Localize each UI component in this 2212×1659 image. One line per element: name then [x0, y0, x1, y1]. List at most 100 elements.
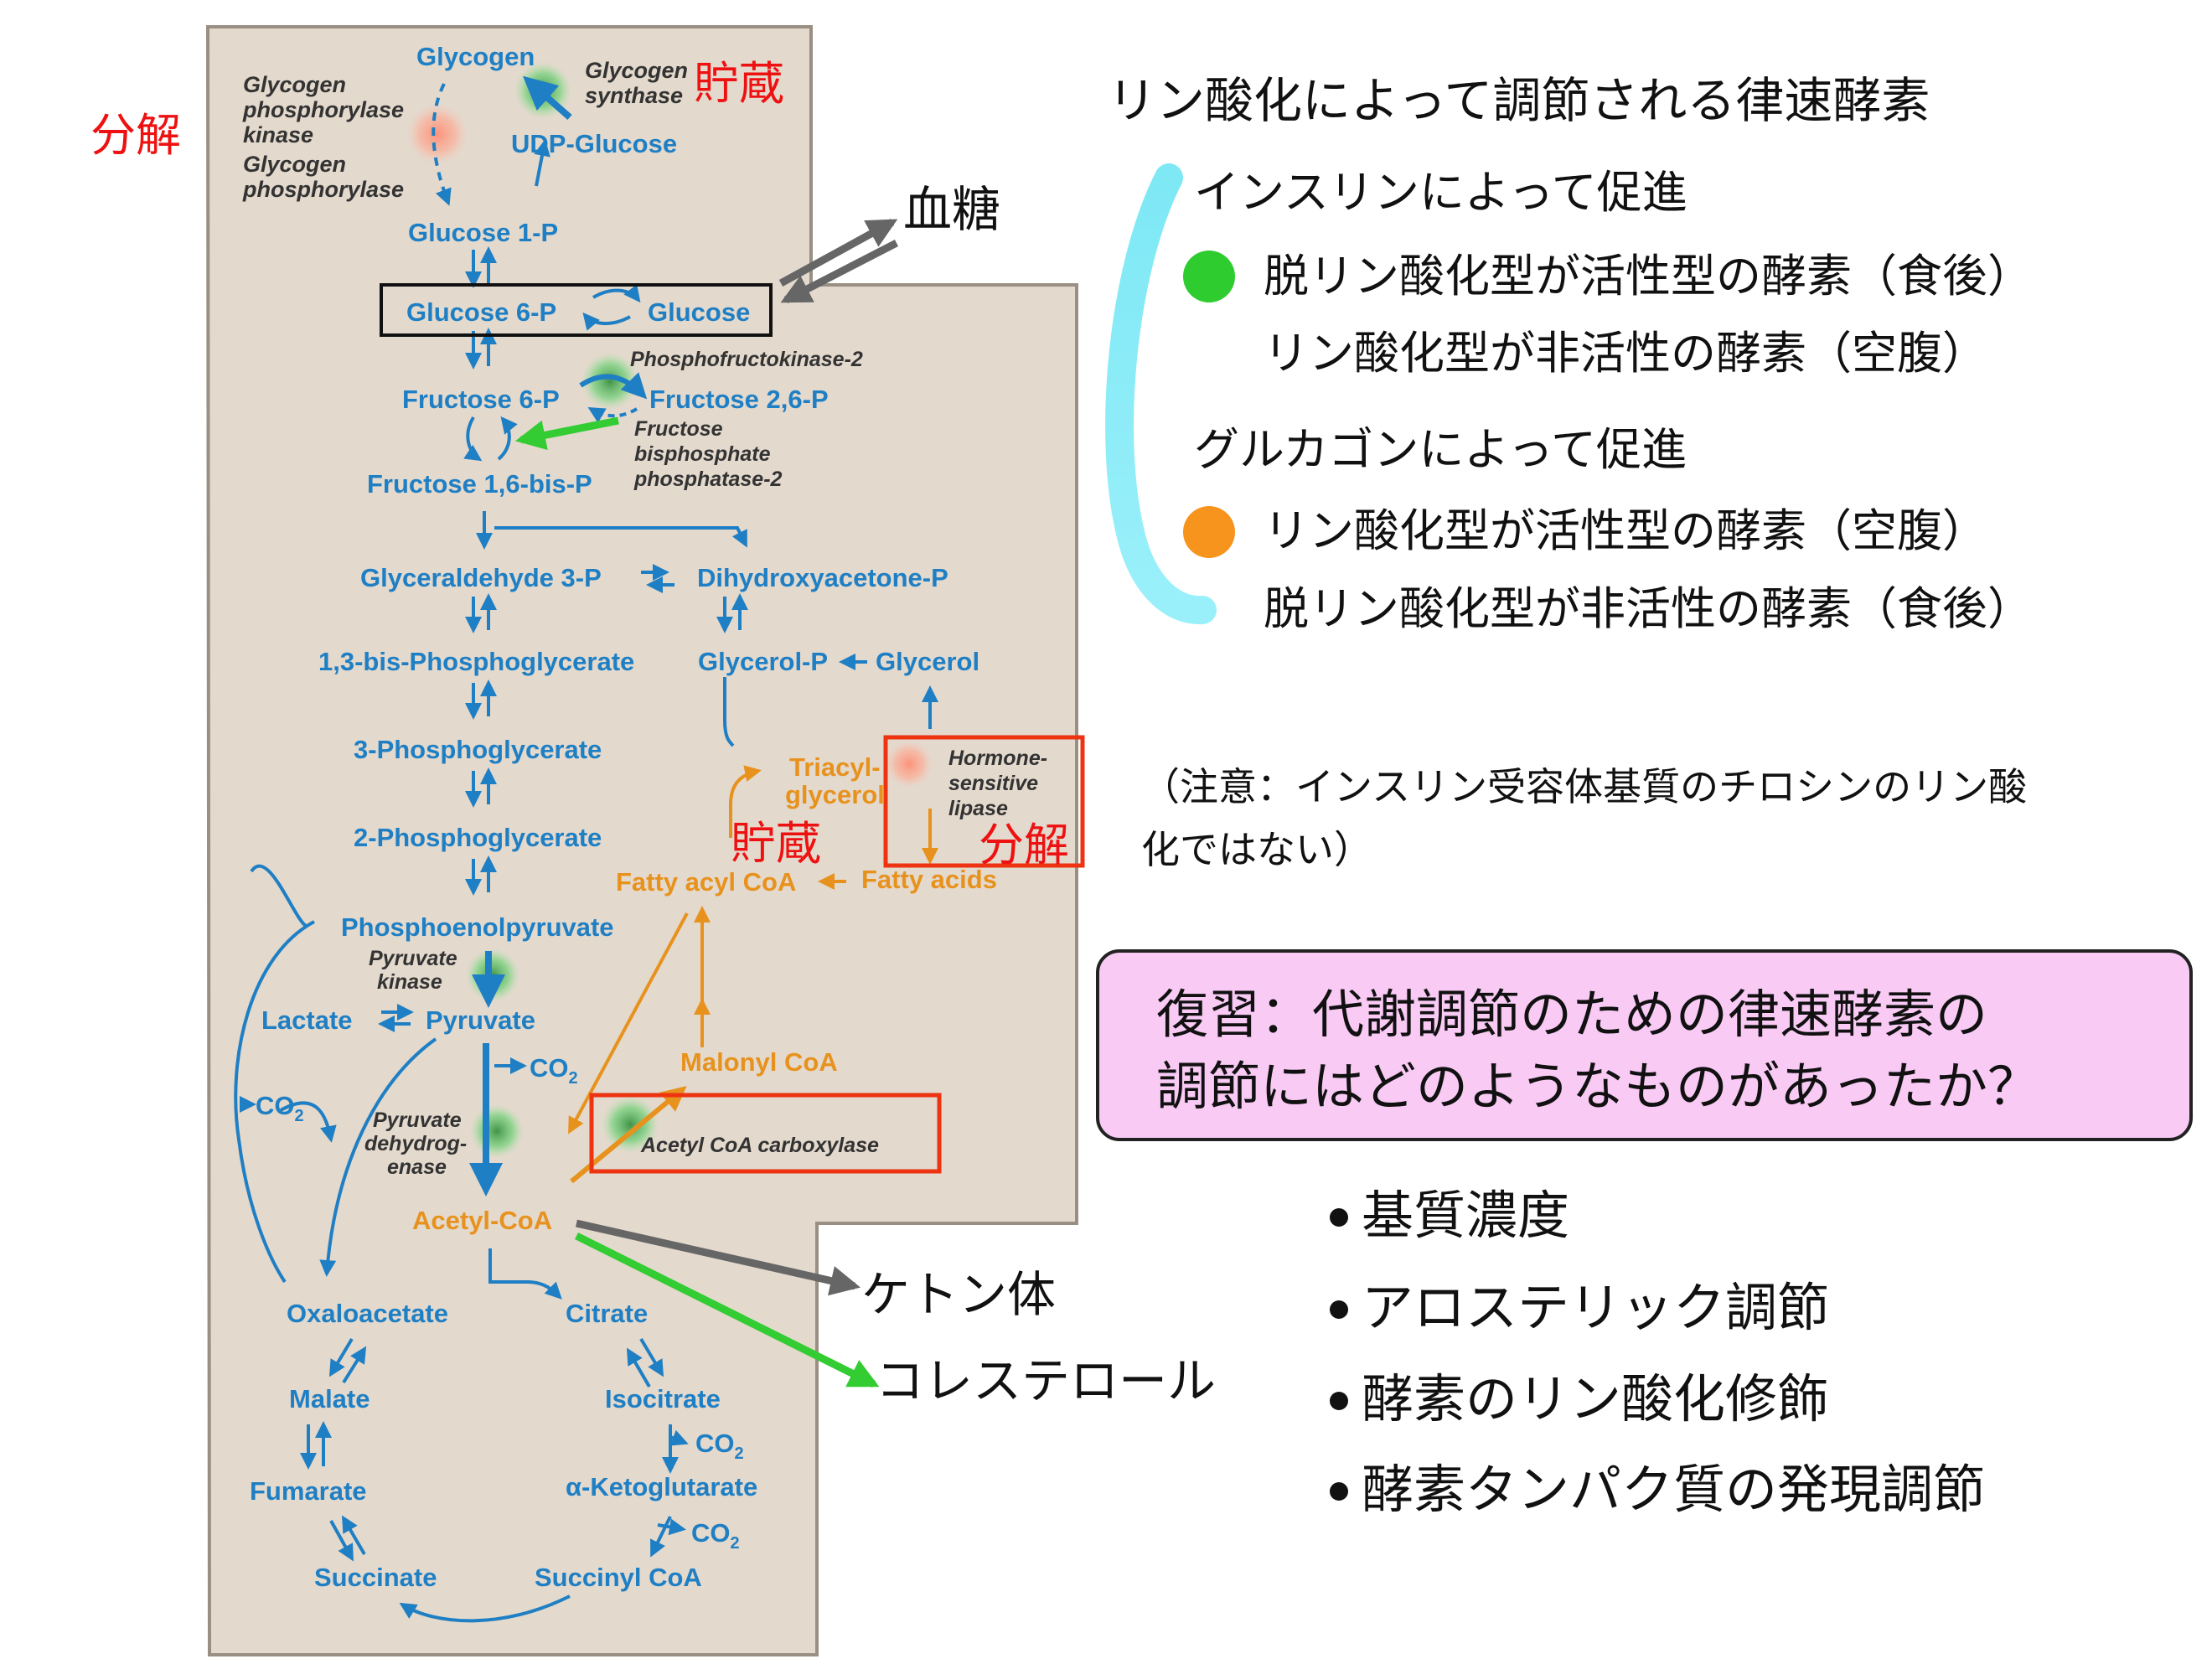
glucose-6p-label: Glucose 6-P [406, 297, 556, 327]
fbpase2-label: bisphosphate [634, 442, 771, 466]
co2-label: CO2 [530, 1053, 578, 1088]
pdh-label: dehydrog- [364, 1132, 467, 1155]
fructose-26p-label: Fructose 2,6-P [649, 385, 829, 414]
pg2-label: 2-Phosphoglycerate [354, 823, 602, 852]
citrate-label: Citrate [566, 1299, 648, 1328]
glucose-1p-label: Glucose 1-P [408, 218, 558, 247]
insulin-dot [1183, 251, 1235, 302]
glycogen-label: Glycogen [416, 42, 535, 71]
insulin-line2: リン酸化型が非活性の酵素（空腹） [1264, 327, 1987, 380]
pyruvate-kinase-label: kinase [377, 970, 442, 994]
note-line2: 化ではない） [1141, 827, 1372, 872]
glucose-label: Glucose [648, 297, 750, 327]
gp-kinase-label: kinase [243, 122, 313, 147]
glucagon-header: グルカゴンによって促進 [1194, 423, 1687, 476]
acc-box [589, 1093, 942, 1174]
pfk2-label: Phosphofructokinase-2 [630, 348, 863, 371]
g3p-label: Glyceraldehyde 3-P [360, 563, 602, 592]
hsl-label: Hormone- [948, 747, 1047, 770]
insulin-line1: 脱リン酸化型が活性型の酵素（食後） [1264, 250, 2033, 302]
blood-sugar-label: 血糖 [903, 181, 1000, 238]
fatty-acyl-coa-label: Fatty acyl CoA [616, 867, 796, 897]
fumarate-label: Fumarate [250, 1476, 367, 1506]
oxaloacetate-label: Oxaloacetate [287, 1299, 448, 1328]
svg-text:Triacyl-glycerol: Triacyl-glycerol [785, 752, 885, 809]
glycogen-synthase-label: synthase [585, 83, 683, 108]
bullet-list: 基質濃度 アロステリック調節 酵素のリン酸化修飾 酵素タンパク質の発現調節 [1330, 1185, 1985, 1520]
review-box: 復習：代謝調節のための律速酵素の 調節にはどのようなものがあったか？ [1096, 949, 2193, 1141]
bullet-dot [1330, 1482, 1348, 1501]
bullet-item: 酵素のリン酸化修飾 [1362, 1368, 1829, 1429]
fbpase2-label: phosphatase-2 [633, 468, 783, 491]
review-line1: 復習：代謝調節のための律速酵素の [1156, 984, 1987, 1045]
fatty-acids-label: Fatty acids [861, 865, 997, 894]
pathway-panel [205, 25, 1078, 1656]
co2-label: CO2 [691, 1518, 740, 1553]
glucagon-line2: 脱リン酸化型が非活性の酵素（食後） [1264, 582, 2033, 635]
fructose-16bisp-label: Fructose 1,6-bis-P [367, 469, 592, 499]
pg3-label: 3-Phosphoglycerate [354, 735, 602, 764]
triacylglycerol-label: glycerol [785, 780, 885, 809]
glycolysis-arrows [234, 75, 938, 1623]
breakdown-label: 分解 [979, 819, 1069, 871]
glucagon-line1: リン酸化型が活性型の酵素（空腹） [1264, 504, 1987, 557]
bpg13-label: 1,3-bis-Phosphoglycerate [318, 647, 634, 676]
isocitrate-label: Isocitrate [605, 1384, 721, 1414]
co2-label: CO2 [695, 1429, 744, 1463]
glycogen-phosphorylase-kinase-spot [407, 104, 468, 164]
pyruvate-kinase-label: Pyruvate [369, 947, 457, 970]
pyruvate-kinase-spot [466, 948, 519, 1002]
acc-spot [602, 1096, 659, 1153]
pyruvate-label: Pyruvate [426, 1005, 535, 1035]
note: （注意：インスリン受容体基質のチロシンのリン酸 化ではない） [1141, 764, 2027, 872]
pdh-label: Pyruvate [373, 1109, 462, 1132]
triacylglycerol-label: Triacyl- [789, 752, 881, 782]
glycogen-phosphorylase-label: phosphorylase [242, 177, 404, 202]
bullet-dot [1330, 1208, 1348, 1227]
review-line2: 調節にはどのようなものがあったか？ [1156, 1056, 2039, 1117]
legend-title: リン酸化によって調節される律速酵素 [1108, 72, 1930, 129]
glycerol-p-label: Glycerol-P [698, 647, 828, 676]
glycogen-synthase-label: Glycogen [585, 58, 688, 83]
bullet-item: アロステリック調節 [1362, 1277, 1829, 1338]
lactate-label: Lactate [261, 1005, 353, 1035]
glycerol-label: Glycerol [876, 647, 979, 676]
pep-label: Phosphoenolpyruvate [341, 912, 614, 942]
hsl-label: sensitive [948, 772, 1038, 795]
malate-label: Malate [289, 1384, 370, 1414]
storage-label: 貯蔵 [694, 57, 784, 110]
storage-label: 貯蔵 [731, 817, 821, 870]
pdh-label: enase [387, 1155, 447, 1179]
acetyl-coa-label: Acetyl-CoA [412, 1206, 552, 1235]
glucose-box [380, 283, 773, 337]
bullet-dot [1330, 1300, 1348, 1319]
annotation-labels: 分解 貯蔵 分解 貯蔵 血糖 ケトン体 コレステロール [90, 57, 1216, 1409]
succinate-label: Succinate [314, 1563, 437, 1592]
insulin-header: インスリンによって促進 [1194, 166, 1687, 219]
cholesterol-label: コレステロール [876, 1352, 1216, 1409]
succinyl-coa-label: Succinyl CoA [535, 1563, 702, 1592]
legend: リン酸化によって調節される律速酵素 インスリンによって促進 脱リン酸化型が活性型… [1105, 72, 2033, 635]
connection-arrows [514, 219, 899, 1388]
fbpase2-label: Fructose [634, 417, 723, 441]
note-line1: （注意：インスリン受容体基質のチロシンのリン酸 [1141, 764, 2027, 809]
ketone-body-label: ケトン体 [861, 1266, 1056, 1323]
malonyl-coa-label: Malonyl CoA [680, 1047, 838, 1077]
pdh-spot [470, 1104, 524, 1158]
gp-kinase-label: Glycogen [243, 72, 346, 97]
hsl-label: lipase [948, 797, 1008, 820]
dhap-label: Dihydroxyacetone-P [697, 563, 948, 592]
acc-label: Acetyl CoA carboxylase [640, 1134, 879, 1157]
bullet-item: 基質濃度 [1362, 1185, 1569, 1246]
bullet-dot [1330, 1392, 1348, 1410]
breakdown-label: 分解 [90, 109, 181, 162]
bullet-item: 酵素タンパク質の発現調節 [1362, 1459, 1985, 1520]
co2-label: CO2 [256, 1091, 304, 1125]
